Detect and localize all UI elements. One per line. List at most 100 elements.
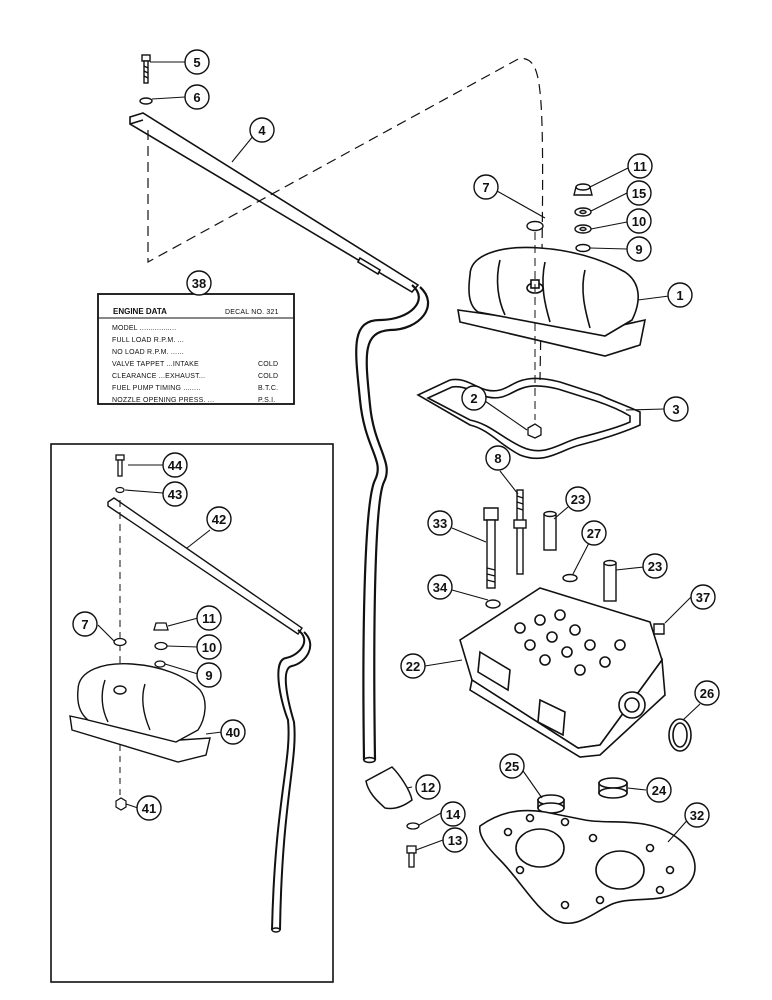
washer-14 (406, 822, 420, 830)
callout-label: 34 (433, 580, 448, 595)
cylinder-head (459, 587, 666, 758)
callout-label: 42 (212, 512, 226, 527)
washer-9 (575, 243, 591, 253)
washer-34 (485, 599, 501, 609)
callout-bubble-2: 2 (461, 385, 487, 411)
inset-washer-10 (154, 641, 168, 651)
washer-27 (562, 573, 578, 583)
callout-bubble-38: 38 (186, 270, 212, 296)
callout-bubble-7-inset: 7 (72, 611, 98, 637)
callout-label: 22 (406, 659, 420, 674)
callout-bubble-33: 33 (427, 510, 453, 536)
callout-bubble-34: 34 (427, 574, 453, 600)
plug-37 (653, 623, 665, 635)
callout-bubble-4: 4 (249, 117, 275, 143)
valve-cover (457, 246, 647, 357)
callout-label: 23 (571, 492, 585, 507)
stud-8 (513, 489, 527, 575)
callout-label: 2 (470, 391, 477, 406)
callout-label: 9 (635, 242, 642, 257)
decal-right-cold-1: COLD (258, 361, 278, 368)
callout-label: 25 (505, 759, 519, 774)
callout-label: 5 (193, 55, 200, 70)
decal-number: DECAL NO. 321 (225, 309, 279, 316)
engine-data-decal: ENGINE DATA DECAL NO. 321 MODEL ........… (97, 293, 295, 405)
callout-label: 1 (676, 288, 683, 303)
sleeve-ring-24 (598, 777, 628, 799)
decal-right-psi: P.S.I. (258, 397, 275, 404)
sleeve-23-lower (603, 559, 617, 602)
callout-bubble-11: 11 (627, 153, 653, 179)
callout-label: 43 (168, 487, 182, 502)
callout-label: 10 (632, 214, 646, 229)
inset-washer-43 (115, 486, 125, 494)
callout-bubble-23-lower: 23 (642, 553, 668, 579)
inset-screw-44 (115, 454, 125, 477)
nut-11 (575, 183, 591, 191)
decal-line-no-load: NO LOAD R.P.M. ...... (112, 349, 184, 356)
decal-line-nozzle: NOZZLE OPENING PRESS. ... (112, 397, 214, 404)
cover-gasket (416, 377, 641, 460)
inset-nut-stack (153, 622, 169, 668)
callout-bubble-11-inset: 11 (196, 605, 222, 631)
callout-label: 33 (433, 516, 447, 531)
callout-bubble-1: 1 (667, 282, 693, 308)
inset-valve-cover (69, 663, 211, 763)
decal-line-model: MODEL ................. (112, 325, 176, 332)
callout-bubble-24: 24 (646, 777, 672, 803)
callout-label: 27 (587, 526, 601, 541)
callout-label: 12 (421, 780, 435, 795)
callout-label: 38 (192, 276, 206, 291)
callout-bubble-41: 41 (136, 795, 162, 821)
bolt-33 (483, 507, 499, 589)
callout-bubble-10: 10 (626, 208, 652, 234)
callout-label: 4 (258, 123, 266, 138)
callout-label: 15 (632, 186, 646, 201)
sleeve-ring-25 (537, 794, 565, 814)
decal-right-btc: B.T.C. (258, 385, 278, 392)
callout-bubble-42: 42 (206, 506, 232, 532)
callout-bubble-3: 3 (663, 396, 689, 422)
callout-label: 7 (81, 617, 88, 632)
callout-label: 23 (648, 559, 662, 574)
callout-label: 13 (448, 833, 462, 848)
callout-label: 3 (672, 402, 679, 417)
callout-bubble-43: 43 (162, 481, 188, 507)
callout-bubble-44: 44 (162, 452, 188, 478)
callout-label: 44 (168, 458, 183, 473)
nut-stack-upper (573, 183, 593, 253)
decal-line-full-load: FULL LOAD R.P.M. ... (112, 337, 184, 344)
callout-label: 8 (494, 451, 501, 466)
callout-label: 37 (696, 590, 710, 605)
callout-label: 7 (482, 180, 489, 195)
callout-bubble-22: 22 (400, 653, 426, 679)
callout-label: 41 (142, 801, 156, 816)
decal-line-fuel-pump: FUEL PUMP TIMING ........ (112, 385, 201, 392)
callout-bubble-5: 5 (184, 49, 210, 75)
washer-6 (139, 97, 153, 105)
callout-label: 40 (226, 725, 240, 740)
callout-bubble-6: 6 (184, 84, 210, 110)
nut-2 (527, 423, 542, 439)
decal-line-clearance: CLEARANCE ...EXHAUST... (112, 373, 205, 380)
callout-bubble-14: 14 (440, 801, 466, 827)
callout-bubble-27: 27 (581, 520, 607, 546)
sleeve-23-upper (543, 510, 557, 551)
callout-bubble-12: 12 (415, 774, 441, 800)
decal-title: ENGINE DATA (113, 307, 167, 316)
inset-washer-9 (154, 660, 166, 668)
callout-bubble-32: 32 (684, 802, 710, 828)
callout-label: 10 (202, 640, 216, 655)
screw-13 (406, 845, 417, 868)
callout-label: 14 (446, 807, 461, 822)
callout-bubble-10-inset: 10 (196, 634, 222, 660)
inset-nut-11 (153, 622, 169, 631)
cover-plate-12 (365, 766, 413, 810)
callout-bubble-15: 15 (626, 180, 652, 206)
callout-label: 11 (633, 159, 647, 174)
inset-frame (50, 443, 334, 983)
callout-bubble-9: 9 (626, 236, 652, 262)
callout-bubble-37: 37 (690, 584, 716, 610)
decal-right-cold-2: COLD (258, 373, 278, 380)
